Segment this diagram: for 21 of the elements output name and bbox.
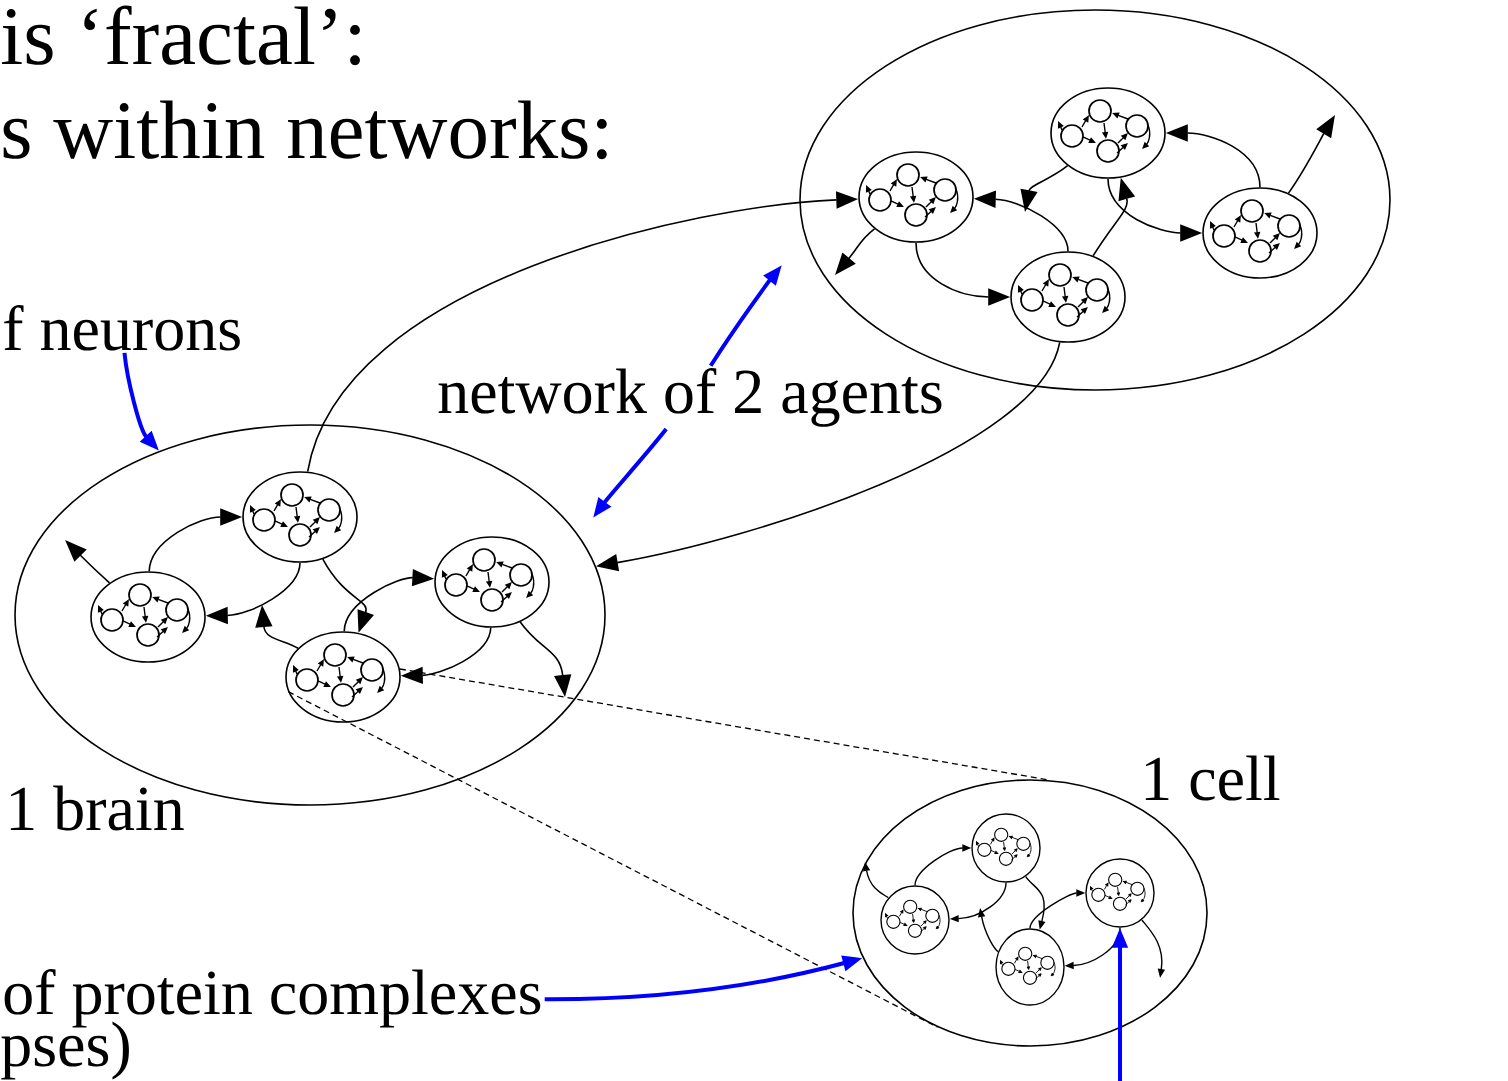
network-ellipse — [285, 631, 401, 723]
callout-text: network of 2 agents — [438, 367, 942, 427]
callout-text: f neurons — [4, 304, 240, 351]
ellipse-label: 1 brain — [10, 785, 184, 831]
heading-text: is ‘fractal’: — [1, 5, 360, 66]
network-ellipse — [1202, 187, 1318, 279]
network-ellipse — [971, 813, 1041, 883]
network-ellipse — [242, 471, 358, 563]
arrow — [65, 540, 111, 584]
network-ellipse — [858, 151, 974, 243]
arrow — [835, 228, 876, 275]
network-ellipse — [995, 928, 1065, 1006]
dashed-line — [399, 668, 1050, 781]
network-ellipse — [1010, 251, 1126, 343]
network-ellipse — [434, 536, 550, 628]
heading-text: s within networks: — [3, 100, 607, 160]
network-ellipse — [1085, 858, 1155, 928]
network-ellipse — [880, 885, 950, 955]
network-ellipse — [1050, 87, 1166, 179]
ellipse-label: 1 cell — [1145, 755, 1280, 801]
network-ellipse — [90, 571, 206, 663]
